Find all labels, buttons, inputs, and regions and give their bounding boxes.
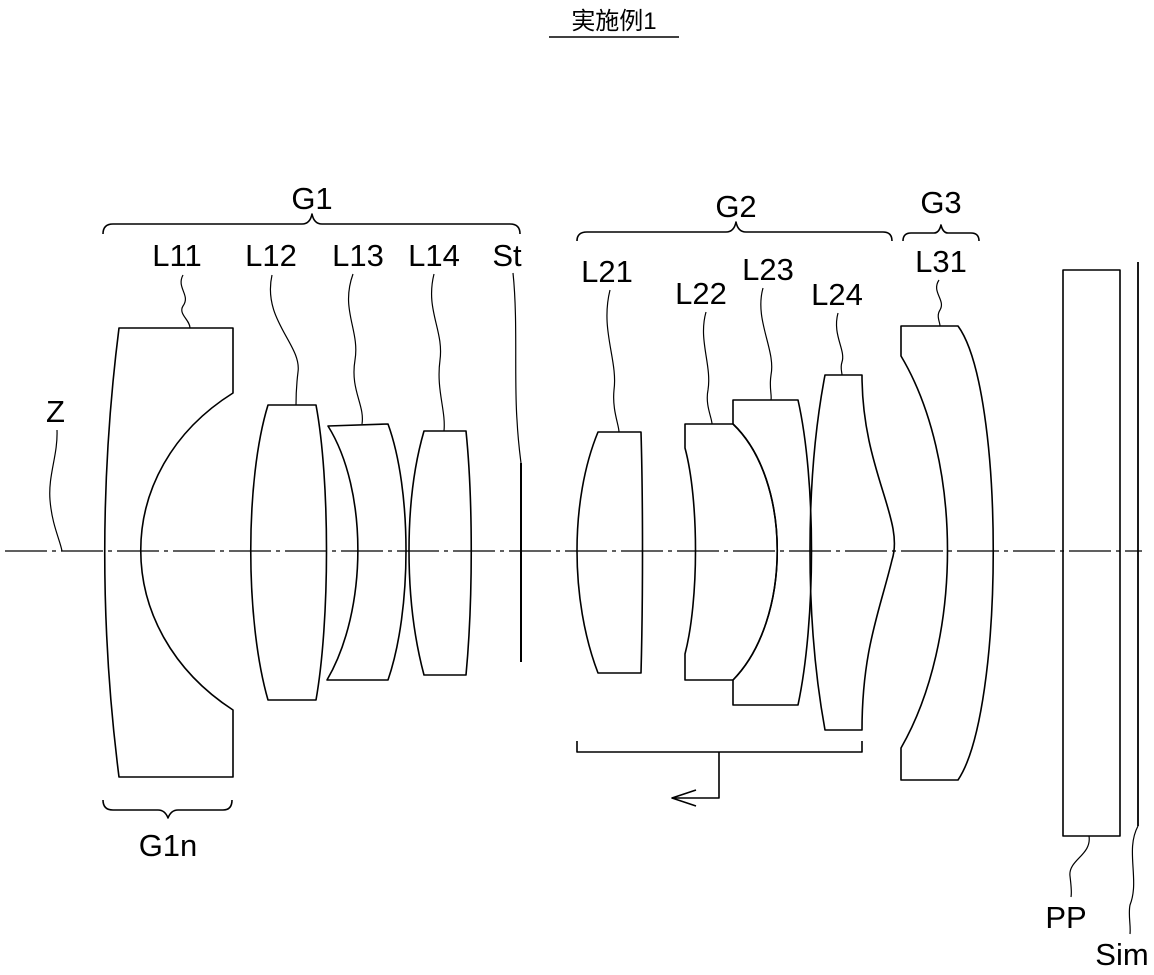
l21-label: L21 [581, 254, 633, 289]
sim-leader [1129, 826, 1138, 934]
pp-leader [1070, 836, 1089, 897]
g1-label: G1 [291, 181, 332, 216]
l11-leader [181, 275, 190, 328]
l23-leader [761, 288, 772, 400]
l13-leader [349, 274, 363, 424]
axis-leader [50, 430, 62, 551]
lens-l21 [577, 432, 643, 673]
l14-leader [432, 274, 445, 431]
lens-l11 [105, 328, 233, 777]
l14-label: L14 [408, 238, 460, 273]
l12-label: L12 [245, 238, 297, 273]
figure-title: 実施例1 [571, 8, 656, 35]
g1-bracket [103, 214, 520, 234]
lens-l24 [810, 375, 894, 730]
st-leader [513, 273, 521, 463]
l22-label: L22 [675, 276, 727, 311]
lens-l22 [685, 424, 777, 680]
l22-leader [703, 312, 712, 424]
pp-label: PP [1045, 900, 1086, 935]
l21-leader [607, 290, 619, 432]
l31-leader [937, 280, 942, 326]
l23-label: L23 [742, 252, 794, 287]
lens-l31 [901, 326, 993, 780]
lens-l23 [733, 400, 812, 705]
axis-label: Z [46, 394, 65, 429]
l12-leader [270, 275, 298, 405]
g1n-label: G1n [139, 828, 198, 863]
l24-label: L24 [811, 277, 863, 312]
g3-label: G3 [920, 185, 961, 220]
l24-leader [836, 313, 842, 375]
g2-bracket [577, 222, 892, 241]
g3-bracket [903, 225, 979, 241]
optical-member-pp [1063, 270, 1120, 836]
lens-l13 [327, 424, 406, 680]
sim-label: Sim [1095, 937, 1148, 970]
l31-label: L31 [915, 244, 967, 279]
lens-l14 [409, 431, 471, 675]
lens-l12 [251, 405, 327, 700]
st-label: St [492, 238, 522, 273]
l13-label: L13 [332, 238, 384, 273]
g2-movement-arrow [672, 752, 719, 798]
l11-label: L11 [152, 238, 201, 273]
g2-movement-bracket [577, 741, 862, 752]
g2-label: G2 [715, 189, 756, 224]
g1n-bracket [103, 800, 232, 818]
